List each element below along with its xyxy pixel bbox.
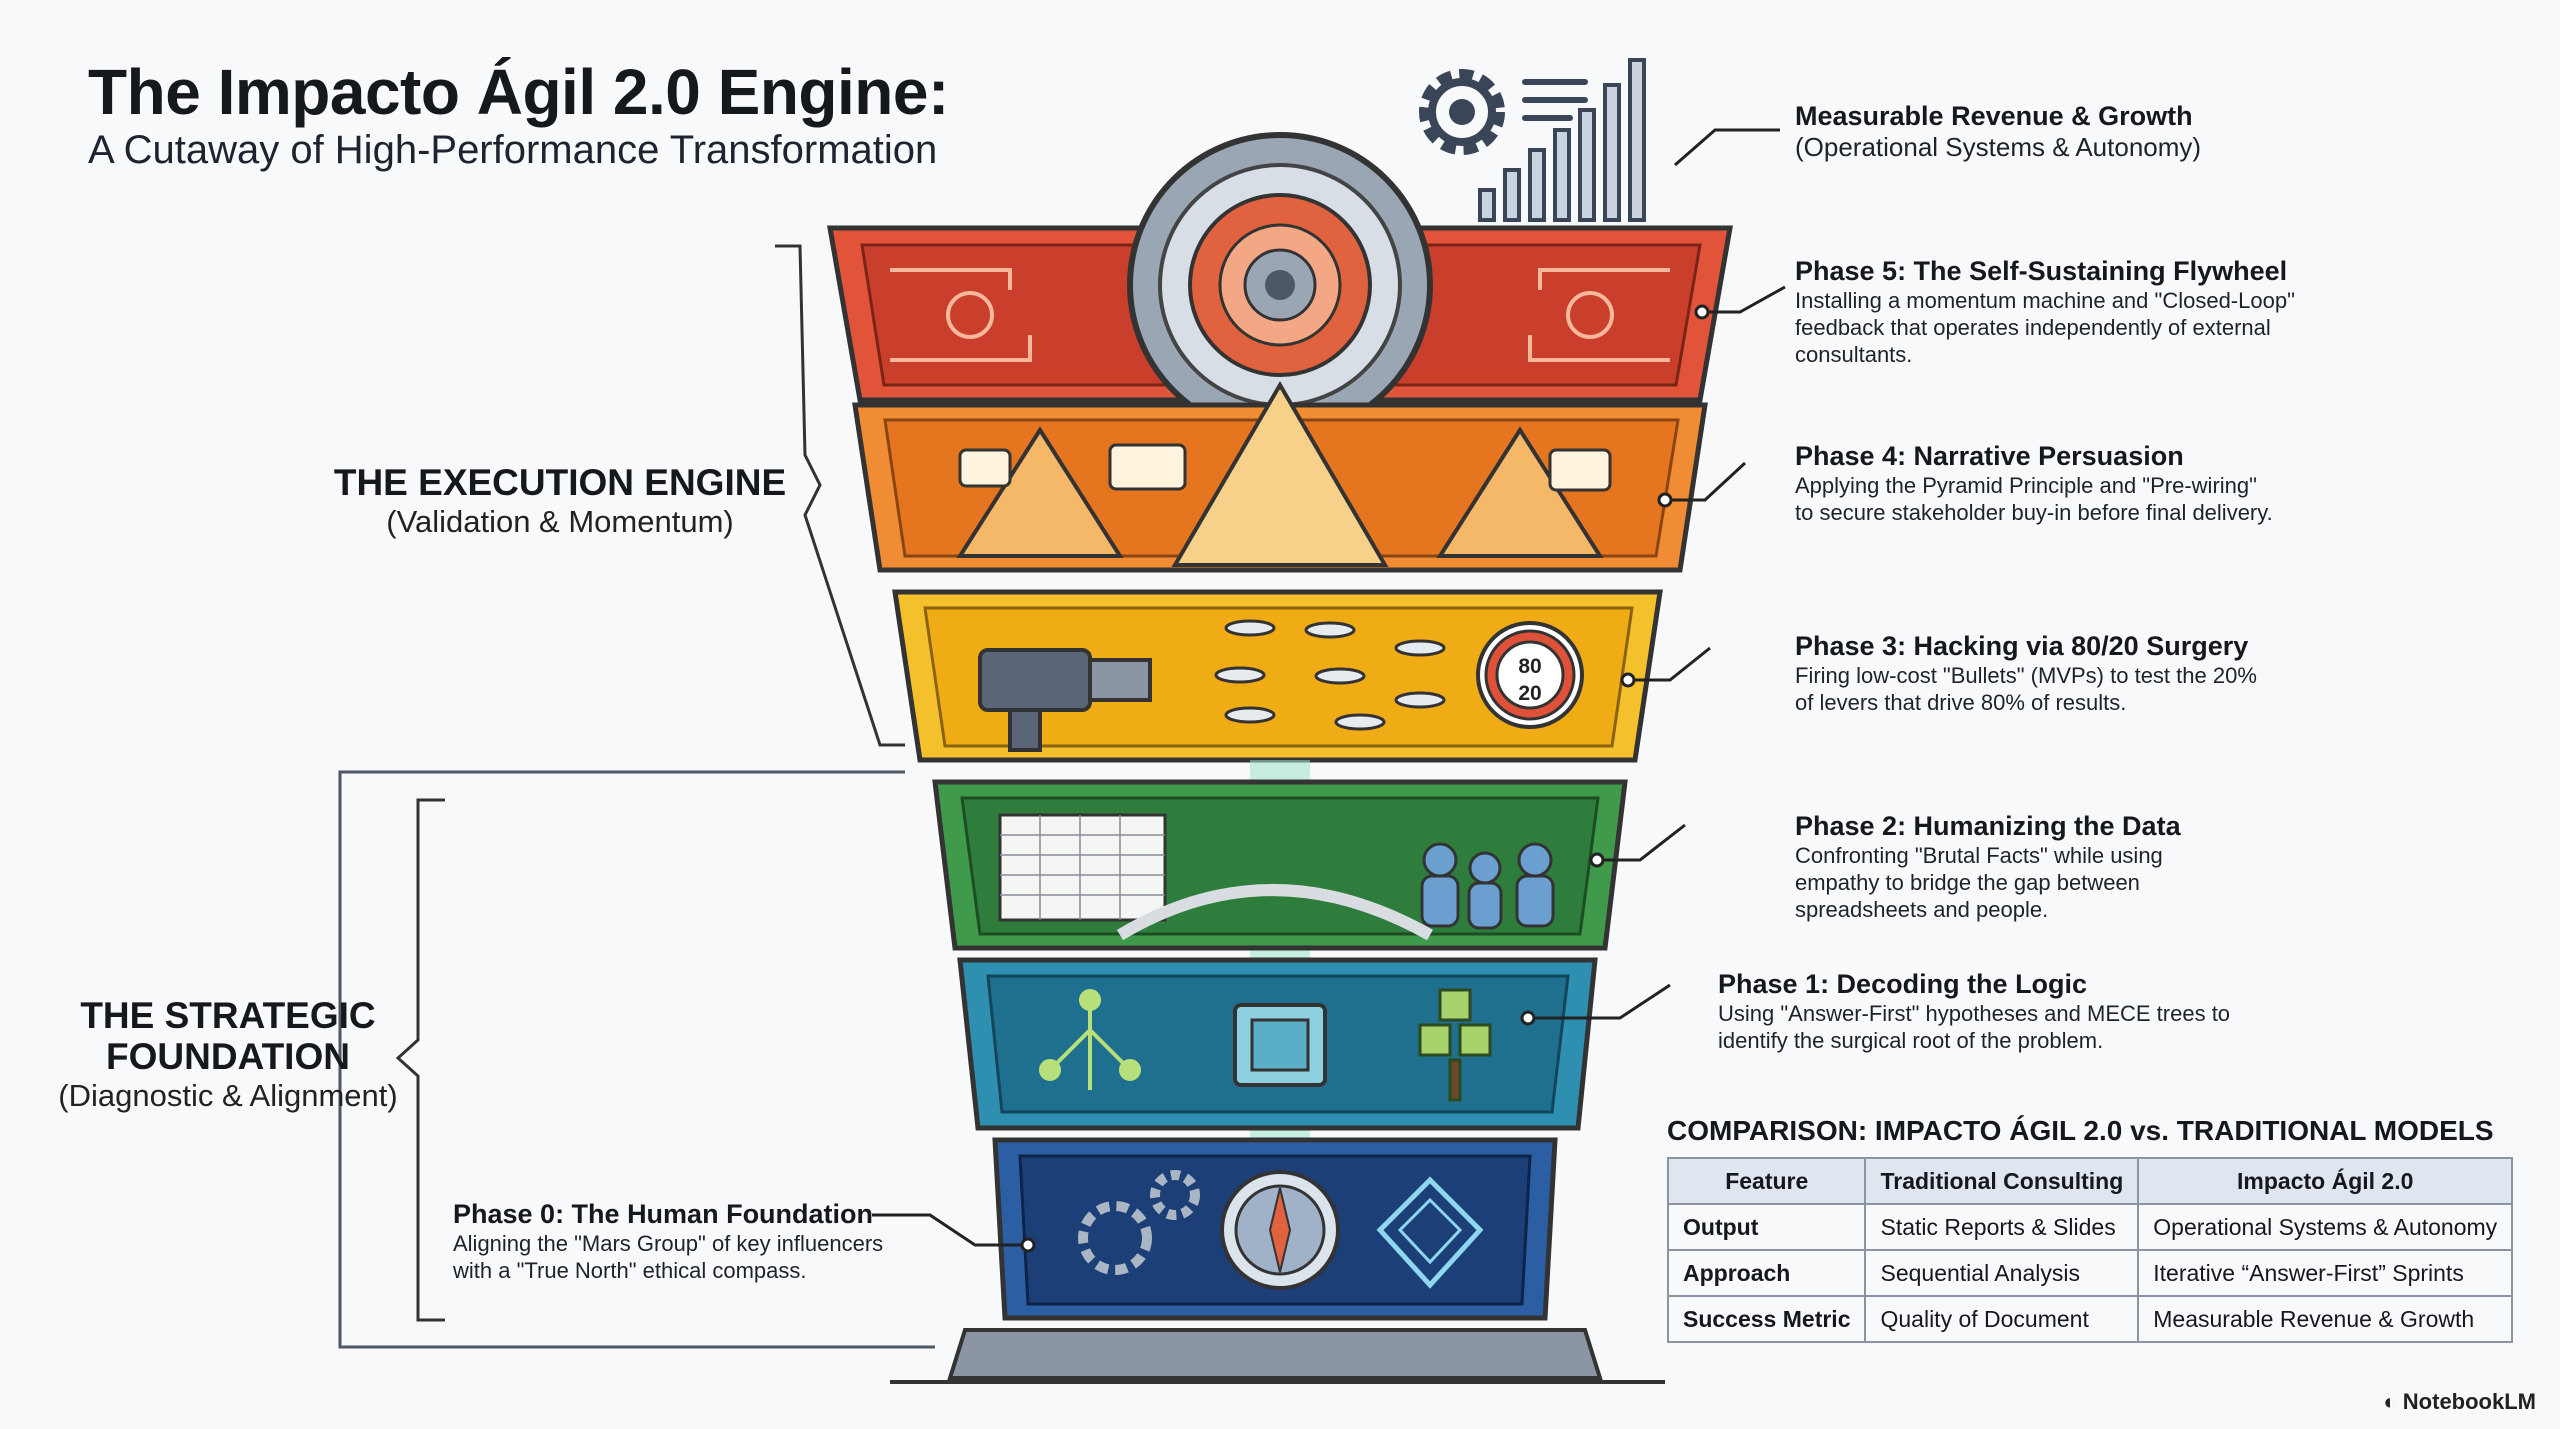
brand-name: NotebookLM [2402,1389,2536,1414]
execution-brace [775,244,905,747]
row-impacto: Measurable Revenue & Growth [2137,1295,2514,1343]
comparison-table: Feature Traditional Consulting Impacto Á… [1666,1157,2514,1343]
execution-engine-subtitle: (Validation & Momentum) [386,504,734,539]
page-title: The Impacto Ágil 2.0 Engine: [88,56,949,128]
phase-3: Phase 3: Hacking via 80/20 Surgery Firin… [1795,630,2275,716]
foundation-bracket [338,770,935,1349]
camera-icon [978,648,1152,752]
header-feature: Feature [1666,1157,1867,1205]
phase-4: Phase 4: Narrative Persuasion Applying t… [1795,440,2275,526]
layer-phase3: 80 20 [892,589,1663,763]
brand-label: ◐ NotebookLM [2383,1389,2536,1415]
strategic-foundation-subtitle: (Diagnostic & Alignment) [58,1078,398,1113]
top-outcome-title: Measurable Revenue & Growth [1795,101,2193,131]
top-outcome: Measurable Revenue & Growth (Operational… [1795,100,2355,162]
phase-0-title: Phase 0: The Human Foundation [453,1199,874,1229]
leader-lines [872,128,1786,1247]
spreadsheet-icon [998,813,1167,922]
row-impacto: Iterative “Answer-First” Sprints [2137,1249,2514,1297]
compass-icon [1220,1170,1340,1290]
phase-0-desc: Aligning the "Mars Group" of key influen… [453,1231,884,1283]
phase-1-title: Phase 1: Decoding the Logic [1718,969,2088,999]
row-impacto: Operational Systems & Autonomy [2137,1203,2514,1251]
strategic-foundation-title-line2: FOUNDATION [106,1036,350,1077]
page-subtitle: A Cutaway of High-Performance Transforma… [88,128,938,172]
phase-4-title: Phase 4: Narrative Persuasion [1795,441,2184,471]
chip-icon [1233,1003,1327,1087]
table-row: Approach Sequential Analysis Iterative “… [1666,1249,2514,1297]
phase-4-desc: Applying the Pyramid Principle and "Pre-… [1795,473,2273,525]
header-traditional: Traditional Consulting [1864,1157,2140,1205]
layer-phase4 [852,381,1708,573]
list-icon [1522,79,1588,121]
people-icon [1420,842,1555,930]
row-traditional: Sequential Analysis [1864,1249,2140,1297]
layer-phase2 [932,779,1628,951]
row-traditional: Quality of Document [1864,1295,2140,1343]
gear-icon [1419,69,1505,155]
execution-engine-label: THE EXECUTION ENGINE (Validation & Momen… [330,462,790,540]
layer-phase1 [957,957,1598,1131]
top-outcome-subtitle: (Operational Systems & Autonomy) [1795,132,2202,162]
flywheel-icon [1127,132,1433,438]
target-icon [1476,621,1584,729]
foundation-brace [395,798,445,1322]
layer-phase0 [992,1137,1558,1321]
comparison-title: COMPARISON: IMPACTO ÁGIL 2.0 vs. TRADITI… [1667,1115,2494,1146]
phase-5-title: Phase 5: The Self-Sustaining Flywheel [1795,256,2288,286]
row-feature: Approach [1666,1249,1867,1297]
bridge-icon [1116,884,1433,941]
table-row: Output Static Reports & Slides Operation… [1666,1203,2514,1251]
diamond-icon [1376,1176,1484,1289]
phase-3-desc: Firing low-cost "Bullets" (MVPs) to test… [1795,663,2257,715]
phase-5-desc: Installing a momentum machine and "Close… [1795,288,2295,367]
table-row: Success Metric Quality of Document Measu… [1666,1295,2514,1343]
gears-icon [1078,1170,1200,1275]
row-feature: Success Metric [1666,1295,1867,1343]
mece-tree-icon [1418,988,1492,1102]
phase-0: Phase 0: The Human Foundation Aligning t… [453,1198,923,1284]
table-header-row: Feature Traditional Consulting Impacto Á… [1666,1157,2514,1205]
strategic-foundation-title-line1: THE STRATEGIC [80,995,376,1036]
phase-5: Phase 5: The Self-Sustaining Flywheel In… [1795,255,2315,368]
phase-2-desc: Confronting "Brutal Facts" while using e… [1795,843,2163,922]
phase-1-desc: Using "Answer-First" hypotheses and MECE… [1718,1001,2231,1053]
target-label-top: 80 [1518,655,1541,678]
header-impacto: Impacto Ágil 2.0 [2137,1157,2514,1205]
phase-1: Phase 1: Decoding the Logic Using "Answe… [1718,968,2258,1054]
phase-2: Phase 2: Humanizing the Data Confronting… [1795,810,2245,923]
row-feature: Output [1666,1203,1867,1251]
execution-engine-title: THE EXECUTION ENGINE [333,462,787,503]
phase-2-title: Phase 2: Humanizing the Data [1795,811,2181,841]
logic-tree-icon [1039,989,1141,1090]
phase-3-title: Phase 3: Hacking via 80/20 Surgery [1795,631,2249,661]
row-traditional: Static Reports & Slides [1864,1203,2140,1251]
engine-base [890,1328,1665,1384]
brand-logo-icon: ◐ [2383,1389,2397,1414]
bar-chart-icon [1478,58,1646,222]
strategic-foundation-label: THE STRATEGIC FOUNDATION (Diagnostic & A… [48,995,408,1114]
target-label-bottom: 20 [1518,682,1541,705]
